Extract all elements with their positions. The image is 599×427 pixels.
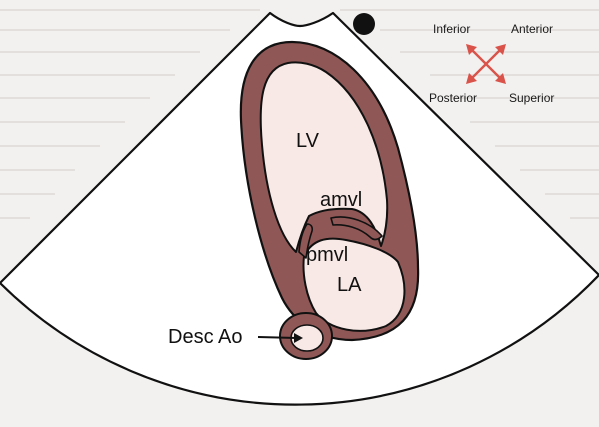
posterior-mitral-leaflet (298, 223, 314, 259)
descending-aorta (279, 312, 333, 360)
compass-anterior: Anterior (511, 22, 554, 36)
four-way-arrow-icon (466, 44, 506, 84)
la-cavity (302, 237, 406, 332)
black-dot-icon (353, 13, 375, 35)
label-desc-ao: Desc Ao (168, 326, 243, 348)
label-la: LA (337, 274, 362, 296)
anterior-mitral-leaflet (330, 216, 383, 241)
label-lv: LV (296, 130, 319, 152)
desc-ao-arrow (257, 333, 303, 343)
label-amvl: amvl (320, 189, 363, 211)
compass-posterior: Posterior (429, 91, 478, 105)
compass-superior: Superior (509, 91, 555, 105)
compass-inferior: Inferior (433, 22, 471, 36)
label-pmvl: pmvl (306, 244, 349, 266)
lv-cavity (259, 61, 389, 253)
